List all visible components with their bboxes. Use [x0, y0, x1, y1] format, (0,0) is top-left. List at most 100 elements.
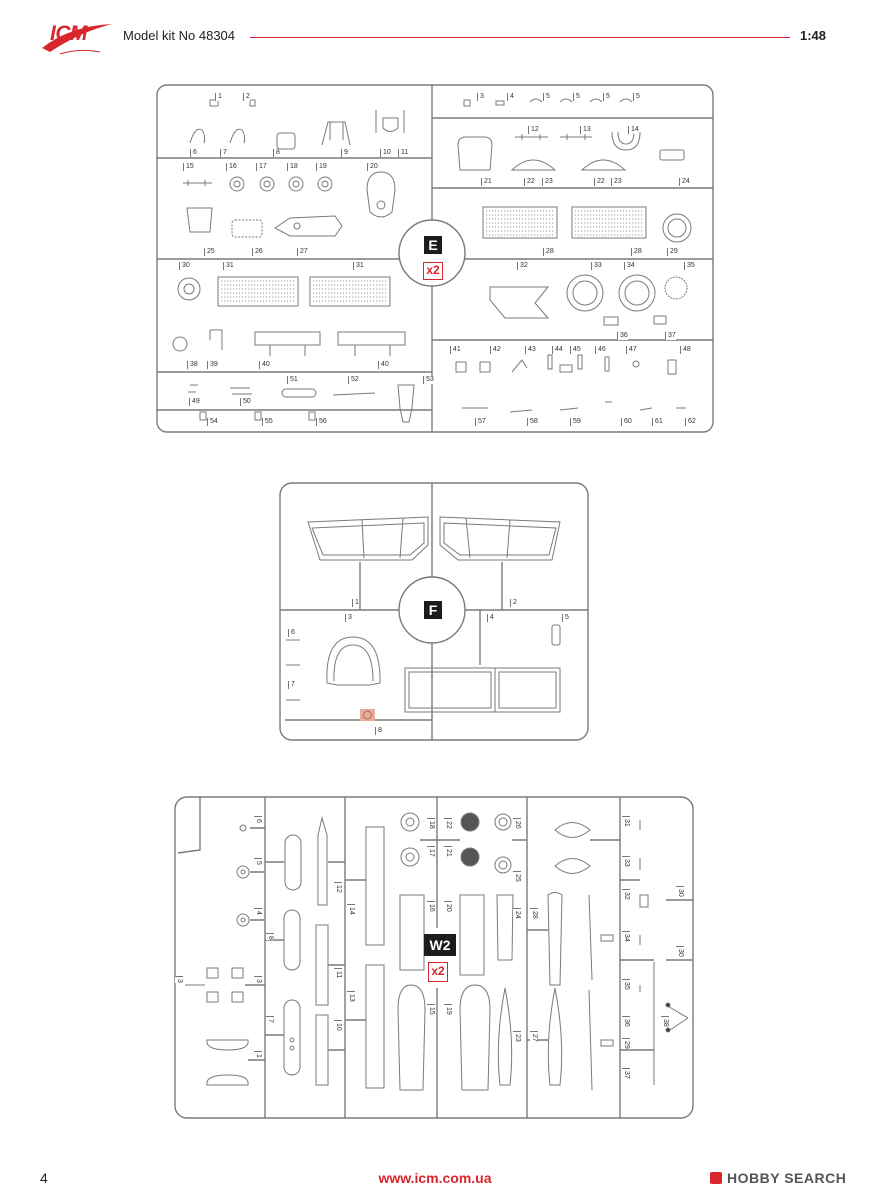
sprue-e-part-number: 20 [367, 163, 378, 171]
sprue-e-part-number: 52 [348, 376, 359, 384]
etch-grid-dots [221, 210, 643, 302]
sprue-e-part-number: 28 [543, 248, 554, 256]
sprue-e-part-number: 13 [580, 126, 591, 134]
sprue-e-part-number: 57 [475, 418, 486, 426]
sprue-w2-part-number: 10 [334, 1020, 342, 1031]
sprue-e-part-number: 26 [252, 248, 263, 256]
sprue-w2-part-number: 38 [661, 1016, 669, 1027]
sprue-e-part-number: 10 [380, 149, 391, 157]
sprue-e-part-number: 33 [591, 262, 602, 270]
sprue-e-part-number: 31 [353, 262, 364, 270]
sprue-w2-part-number: 20 [444, 901, 452, 912]
sprue-w2-part-number: 8 [266, 933, 274, 940]
sprue-e-part-number: 43 [525, 346, 536, 354]
sprue-f-part-number: 3 [345, 614, 352, 622]
sprue-e-part-number: 8 [273, 149, 280, 157]
sprue-w2-part-number: 3 [175, 976, 183, 983]
sprue-e-part-number: 28 [631, 248, 642, 256]
sprue-e-part-number: 16 [226, 163, 237, 171]
sprue-e-part-number: 39 [207, 361, 218, 369]
sprue-w2-part-number: 16 [427, 901, 435, 912]
sprue-e-part-number: 34 [624, 262, 635, 270]
sprue-w2-part-number: 12 [334, 882, 342, 893]
sprue-e-part-number: 36 [617, 332, 628, 340]
sprue-e-part-number: 4 [507, 93, 514, 101]
sprue-w2-part-number: 32 [622, 889, 630, 900]
sprue-e-part-number: 27 [297, 248, 308, 256]
sprue-e-part-number: 44 [552, 346, 563, 354]
sprue-e-part-number: 2 [243, 93, 250, 101]
icm-logo: ICM [40, 18, 116, 58]
sprue-e-part-number: 48 [680, 346, 691, 354]
sprue-w2-part-number: 15 [427, 1004, 435, 1015]
sprue-e-part-number: 53 [423, 376, 434, 384]
sprue-w2-part-number: 36 [622, 1016, 630, 1027]
sprue-w2-part-number: 1 [254, 1051, 262, 1058]
sprue-e-part-number: 5 [633, 93, 640, 101]
sprue-w2-part-number: 25 [513, 871, 521, 882]
sprue-e-part-number: 22 [524, 178, 535, 186]
sprue-w2-part-number: 29 [622, 1038, 630, 1049]
sprue-w2-part-number: 14 [347, 904, 355, 915]
sprue-w2-part-number: 33 [622, 856, 630, 867]
kit-number-label: Model kit No 48304 [123, 28, 236, 43]
sprue-e-part-number: 5 [573, 93, 580, 101]
scale-label: 1:48 [800, 28, 827, 43]
sprue-e-part-number: 30 [179, 262, 190, 270]
sprue-e-part-number: 11 [398, 149, 409, 157]
header-rule [250, 37, 790, 38]
sprue-w2-letter: W2 [424, 934, 456, 956]
sprue-e-quantity: x2 [423, 262, 443, 280]
sprue-e-part-number: 46 [595, 346, 606, 354]
sprue-e-part-number: 21 [481, 178, 492, 186]
sprue-e-part-number: 37 [665, 332, 676, 340]
sprue-w2-quantity: x2 [428, 962, 448, 982]
sprue-f-part-number: 8 [375, 727, 382, 735]
sprue-e-part-number: 29 [667, 248, 678, 256]
sprue-e-part-number: 56 [316, 418, 327, 426]
sprue-w2-part-number: 5 [254, 858, 262, 865]
sprue-e-part-number: 41 [450, 346, 461, 354]
sprue-e-part-number: 59 [570, 418, 581, 426]
sprue-w2-part-number: 24 [513, 908, 521, 919]
sprue-w2-part-number: 19 [444, 1004, 452, 1015]
sprue-e-part-number: 25 [204, 248, 215, 256]
sprue-w2-part-number: 34 [622, 931, 630, 942]
hobby-search-logo-icon [710, 1172, 722, 1184]
sprue-w2-part-number: 4 [254, 908, 262, 915]
sprue-e-frame [156, 84, 714, 433]
sprue-e-part-number: 38 [187, 361, 198, 369]
sprue-f-part-number: 6 [288, 629, 295, 637]
sprue-e-part-number: 40 [259, 361, 270, 369]
sprue-e-part-number: 42 [490, 346, 501, 354]
sprue-e-part-number: 49 [189, 398, 200, 406]
sprue-w2-part-number: 35 [622, 979, 630, 990]
sprue-e-part-number: 40 [378, 361, 389, 369]
sprue-e-part-number: 45 [570, 346, 581, 354]
sprue-e-part-number: 35 [684, 262, 695, 270]
sprue-w2-part-number: 31 [622, 816, 630, 827]
sprue-e-part-number: 5 [543, 93, 550, 101]
sprue-w2-part-number: 30 [676, 886, 684, 897]
logo-text: ICM [50, 22, 88, 45]
sprue-w2-part-number: 18 [427, 818, 435, 829]
sprue-e-part-number: 32 [517, 262, 528, 270]
sprue-e-part-number: 62 [685, 418, 696, 426]
sprue-w2-part-number: 21 [444, 846, 452, 857]
sprue-e-part-number: 51 [287, 376, 298, 384]
sprue-e-part-number: 58 [527, 418, 538, 426]
sprue-w2-frame [174, 796, 694, 1119]
sprue-e-part-number: 19 [316, 163, 327, 171]
sprue-e-part-number: 1 [215, 93, 222, 101]
sprue-w2-part-number: 17 [427, 846, 435, 857]
sprue-e-part-number: 18 [287, 163, 298, 171]
website-link[interactable]: www.icm.com.ua [378, 1170, 492, 1186]
sprue-e-part-number: 50 [240, 398, 251, 406]
sprue-e-part-number: 14 [628, 126, 639, 134]
sprue-e-part-number: 23 [611, 178, 622, 186]
sprue-f-part-number: 5 [562, 614, 569, 622]
sprue-e-part-number: 23 [542, 178, 553, 186]
sprue-w2-part-number: 13 [347, 991, 355, 1002]
sprue-e-parts [172, 98, 692, 423]
sprue-f-letter: F [424, 601, 442, 619]
